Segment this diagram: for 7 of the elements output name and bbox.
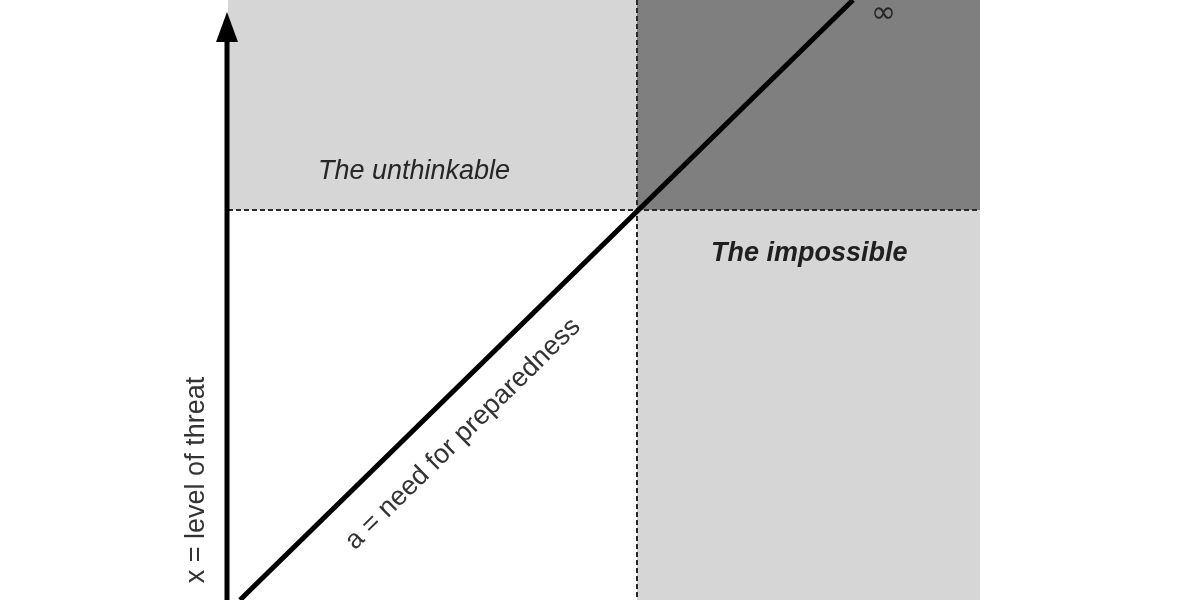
region-label: The unthinkable <box>318 154 511 186</box>
infinity-sign: ∞ <box>871 0 896 24</box>
axis-label: x = level of threat <box>179 376 211 584</box>
region-label: The impossible <box>711 236 908 268</box>
shaded-region <box>637 0 980 210</box>
shaded-region <box>228 0 637 210</box>
shaded-region <box>637 210 980 600</box>
